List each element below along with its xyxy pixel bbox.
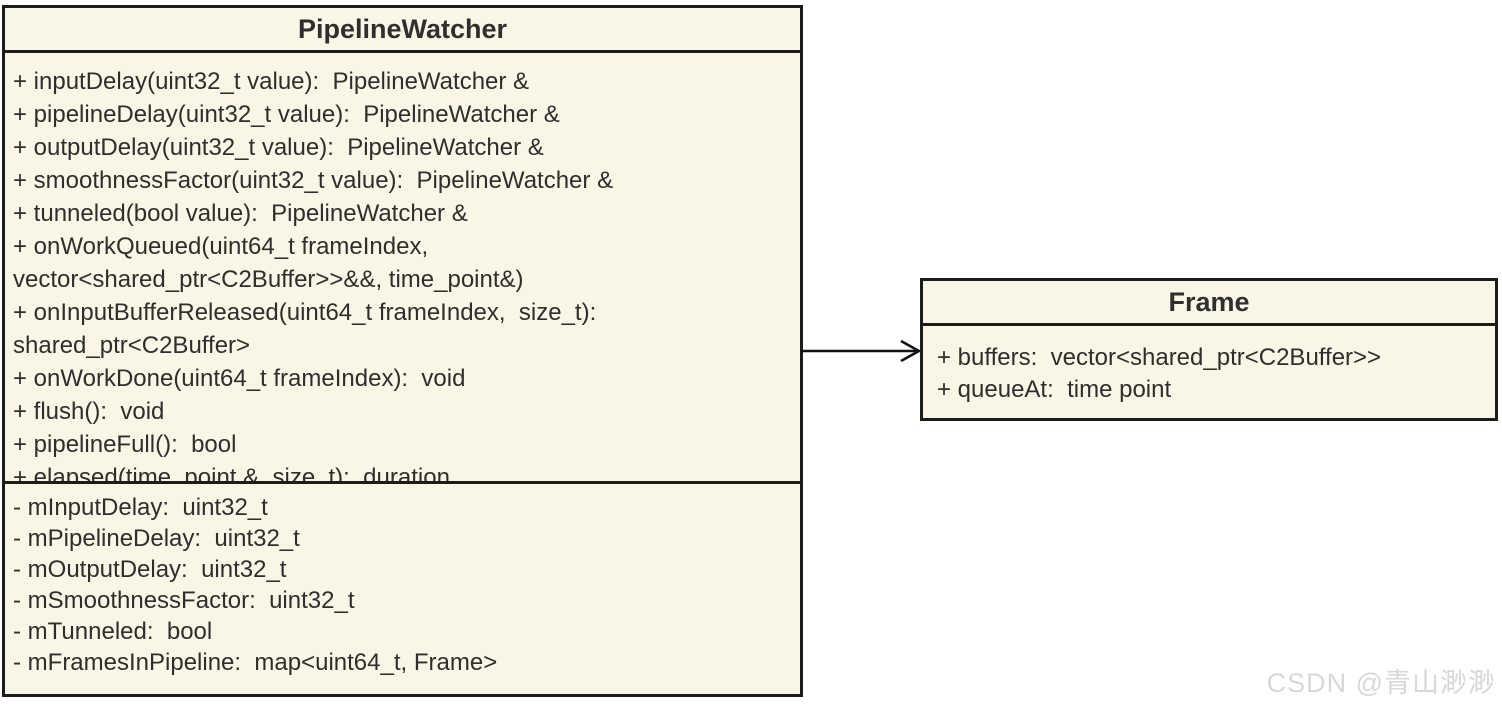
method-line: + tunneled(bool value): PipelineWatcher … xyxy=(13,200,468,227)
attribute-line: + buffers: vector<shared_ptr<C2Buffer>> xyxy=(937,344,1382,371)
attribute-line: + queueAt: time point xyxy=(937,376,1172,403)
association-arrow xyxy=(801,339,922,363)
method-line: + elapsed(time_point &, size_t): duratio… xyxy=(13,464,450,484)
class-box-pipelinewatcher: PipelineWatcher + inputDelay(uint32_t va… xyxy=(2,5,803,697)
pipelinewatcher-attributes-compartment: - mInputDelay: uint32_t - mPipelineDelay:… xyxy=(5,484,800,694)
class-title-frame: Frame xyxy=(923,281,1495,326)
method-line: vector<shared_ptr<C2Buffer>>&&, time_poi… xyxy=(13,266,524,293)
class-title-pipelinewatcher: PipelineWatcher xyxy=(5,8,800,53)
method-line: + pipelineDelay(uint32_t value): Pipelin… xyxy=(13,101,560,128)
csdn-watermark: CSDN @青山渺渺 xyxy=(1266,668,1496,698)
method-line: + outputDelay(uint32_t value): PipelineW… xyxy=(13,134,544,161)
method-line: + onWorkQueued(uint64_t frameIndex, xyxy=(13,233,429,260)
frame-attributes-compartment: + buffers: vector<shared_ptr<C2Buffer>> +… xyxy=(923,326,1495,418)
method-line: + smoothnessFactor(uint32_t value): Pipe… xyxy=(13,167,614,194)
attribute-line: - mTunneled: bool xyxy=(13,618,213,645)
pipelinewatcher-methods-compartment: + inputDelay(uint32_t value): PipelineWa… xyxy=(5,53,800,484)
method-line: + onWorkDone(uint64_t frameIndex): void xyxy=(13,365,466,392)
method-line: + pipelineFull(): bool xyxy=(13,431,237,458)
attribute-line: - mOutputDelay: uint32_t xyxy=(13,556,287,583)
method-line: shared_ptr<C2Buffer> xyxy=(13,332,251,359)
class-box-frame: Frame + buffers: vector<shared_ptr<C2Buf… xyxy=(920,278,1498,421)
method-line: + onInputBufferReleased(uint64_t frameIn… xyxy=(13,299,597,326)
attribute-line: - mSmoothnessFactor: uint32_t xyxy=(13,587,355,614)
method-line: + flush(): void xyxy=(13,398,165,425)
attribute-line: - mInputDelay: uint32_t xyxy=(13,494,268,521)
method-line: + inputDelay(uint32_t value): PipelineWa… xyxy=(13,68,530,95)
attribute-line: - mFramesInPipeline: map<uint64_t, Frame… xyxy=(13,649,498,676)
attribute-line: - mPipelineDelay: uint32_t xyxy=(13,525,300,552)
